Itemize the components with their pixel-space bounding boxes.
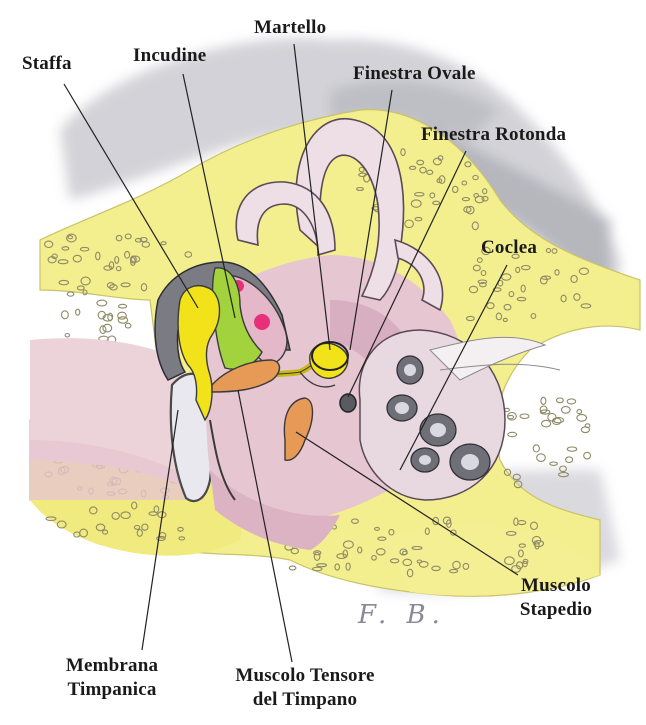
label-muscolo-stapedio-line2: Stapedio xyxy=(496,598,616,622)
label-tensore-line1: Muscolo Tensore xyxy=(210,664,400,688)
artist-signature: F. B. xyxy=(358,600,446,630)
bone-pore xyxy=(520,414,529,418)
bone-pore xyxy=(541,397,546,404)
bone-pore xyxy=(76,309,80,315)
bone-pore xyxy=(584,452,591,459)
label-martello: Martello xyxy=(254,16,326,40)
bone-pore xyxy=(577,410,582,414)
bone-pore xyxy=(577,414,587,421)
bone-pore xyxy=(62,311,69,319)
label-muscolo-tensore: Muscolo Tensore del Timpano xyxy=(210,664,400,712)
bone-pore xyxy=(562,406,571,413)
bone-pore xyxy=(537,454,546,462)
bone-pore xyxy=(118,312,127,319)
label-incudine: Incudine xyxy=(133,44,206,68)
label-finestra-rotonda: Finestra Rotonda xyxy=(421,123,566,147)
bone-pore xyxy=(566,457,573,463)
label-membrana-line1: Membrana xyxy=(52,654,172,678)
bone-pore xyxy=(548,413,556,421)
label-muscolo-stapedio-line1: Muscolo xyxy=(496,574,616,598)
label-membrana-timpanica: Membrana Timpanica xyxy=(52,654,172,702)
label-finestra-ovale: Finestra Ovale xyxy=(353,62,476,86)
bone-pore xyxy=(567,447,576,451)
bone-pore xyxy=(65,334,69,337)
bone-pore xyxy=(103,324,112,332)
bone-pore xyxy=(508,415,514,418)
label-muscolo-stapedio: Muscolo Stapedio xyxy=(496,574,616,622)
bone-pore xyxy=(97,300,107,306)
bone-pore xyxy=(125,323,131,328)
bone-pore xyxy=(508,432,517,436)
bone-pore xyxy=(581,427,589,433)
bone-pore xyxy=(533,445,539,452)
bone-pore xyxy=(542,420,551,427)
label-tensore-line2: del Timpano xyxy=(210,688,400,712)
bone-pore xyxy=(567,399,576,404)
bone-pore xyxy=(550,462,558,465)
bone-pore xyxy=(67,292,74,296)
bone-pore xyxy=(119,304,127,308)
bone-pore xyxy=(557,398,564,403)
label-coclea: Coclea xyxy=(481,236,537,260)
label-membrana-line2: Timpanica xyxy=(52,678,172,702)
bone-pore xyxy=(289,566,296,570)
label-staffa: Staffa xyxy=(22,52,72,76)
